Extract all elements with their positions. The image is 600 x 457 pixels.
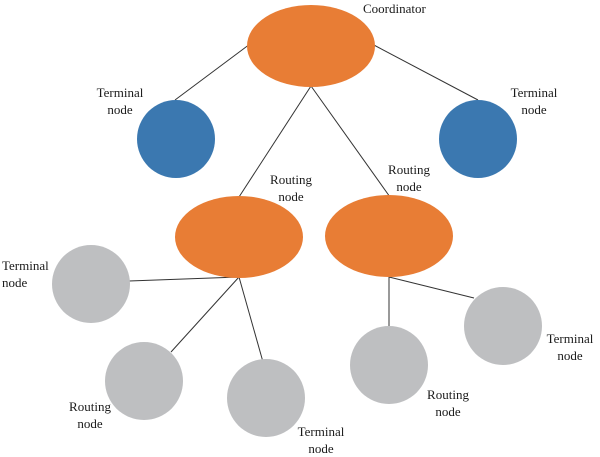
gray-routing-bottom-label-line1: Routing (69, 399, 111, 414)
gray-terminal-bottom-label-line2: node (308, 441, 334, 456)
routing-right-label: Routing node (382, 161, 436, 195)
edge-coordinator-terminal-left (174, 43, 251, 101)
routing-node-right (325, 195, 453, 277)
coordinator-label: Coordinator (363, 0, 426, 17)
edges (128, 43, 479, 363)
gray-terminal-bottom-label-line1: Terminal (297, 424, 345, 439)
gray-routing-bottom-label-line2: node (77, 416, 103, 431)
gray-terminal-left-label: Terminal node (2, 257, 60, 291)
gray-routing-right-label-line2: node (435, 404, 461, 419)
edge-coordinator-terminal-right (371, 43, 479, 101)
gray-terminal-right-label: Terminal node (541, 330, 599, 364)
routing-right-label-line1: Routing (388, 162, 430, 177)
gray-terminal-right-label-line1: Terminal (546, 331, 594, 346)
routing-left-label: Routing node (264, 171, 318, 205)
gray-routing-node-bottom-left (105, 342, 183, 420)
edge-routing-left-gray-terminal-bottom (238, 276, 264, 363)
coordinator-node (247, 5, 375, 87)
gray-terminal-node-left (52, 245, 130, 323)
coordinator-label-text: Coordinator (363, 1, 426, 16)
gray-routing-node-bottom-right (350, 326, 428, 404)
edge-routing-left-gray-routing-bottom (170, 276, 240, 353)
gray-terminal-node-right (464, 287, 542, 365)
gray-terminal-bottom-label: Terminal node (292, 423, 350, 457)
gray-routing-right-label-line1: Routing (427, 387, 469, 402)
routing-left-label-line2: node (278, 189, 304, 204)
routing-left-label-line1: Routing (270, 172, 312, 187)
edge-coordinator-routing-right (310, 85, 391, 198)
terminal-right-label-line1: Terminal (510, 85, 558, 100)
terminal-left-label-line1: Terminal (96, 85, 144, 100)
terminal-node-blue-left (137, 100, 215, 178)
gray-terminal-left-label-line2: node (2, 275, 28, 290)
gray-terminal-left-label-line1: Terminal (2, 258, 49, 273)
gray-routing-bottom-label: Routing node (63, 398, 117, 432)
terminal-right-label: Terminal node (505, 84, 563, 118)
routing-node-left (175, 196, 303, 278)
gray-terminal-node-bottom (227, 359, 305, 437)
edge-routing-left-gray-terminal-left (128, 276, 240, 282)
nodes (52, 5, 542, 437)
terminal-left-label-line2: node (107, 102, 133, 117)
edge-coordinator-routing-left (238, 85, 312, 198)
routing-right-label-line2: node (396, 179, 422, 194)
gray-routing-right-label: Routing node (421, 386, 475, 420)
terminal-right-label-line2: node (521, 102, 547, 117)
terminal-left-label: Terminal node (91, 84, 149, 118)
terminal-node-blue-right (439, 100, 517, 178)
gray-terminal-right-label-line2: node (557, 348, 583, 363)
edge-routing-right-gray-terminal (388, 276, 475, 299)
